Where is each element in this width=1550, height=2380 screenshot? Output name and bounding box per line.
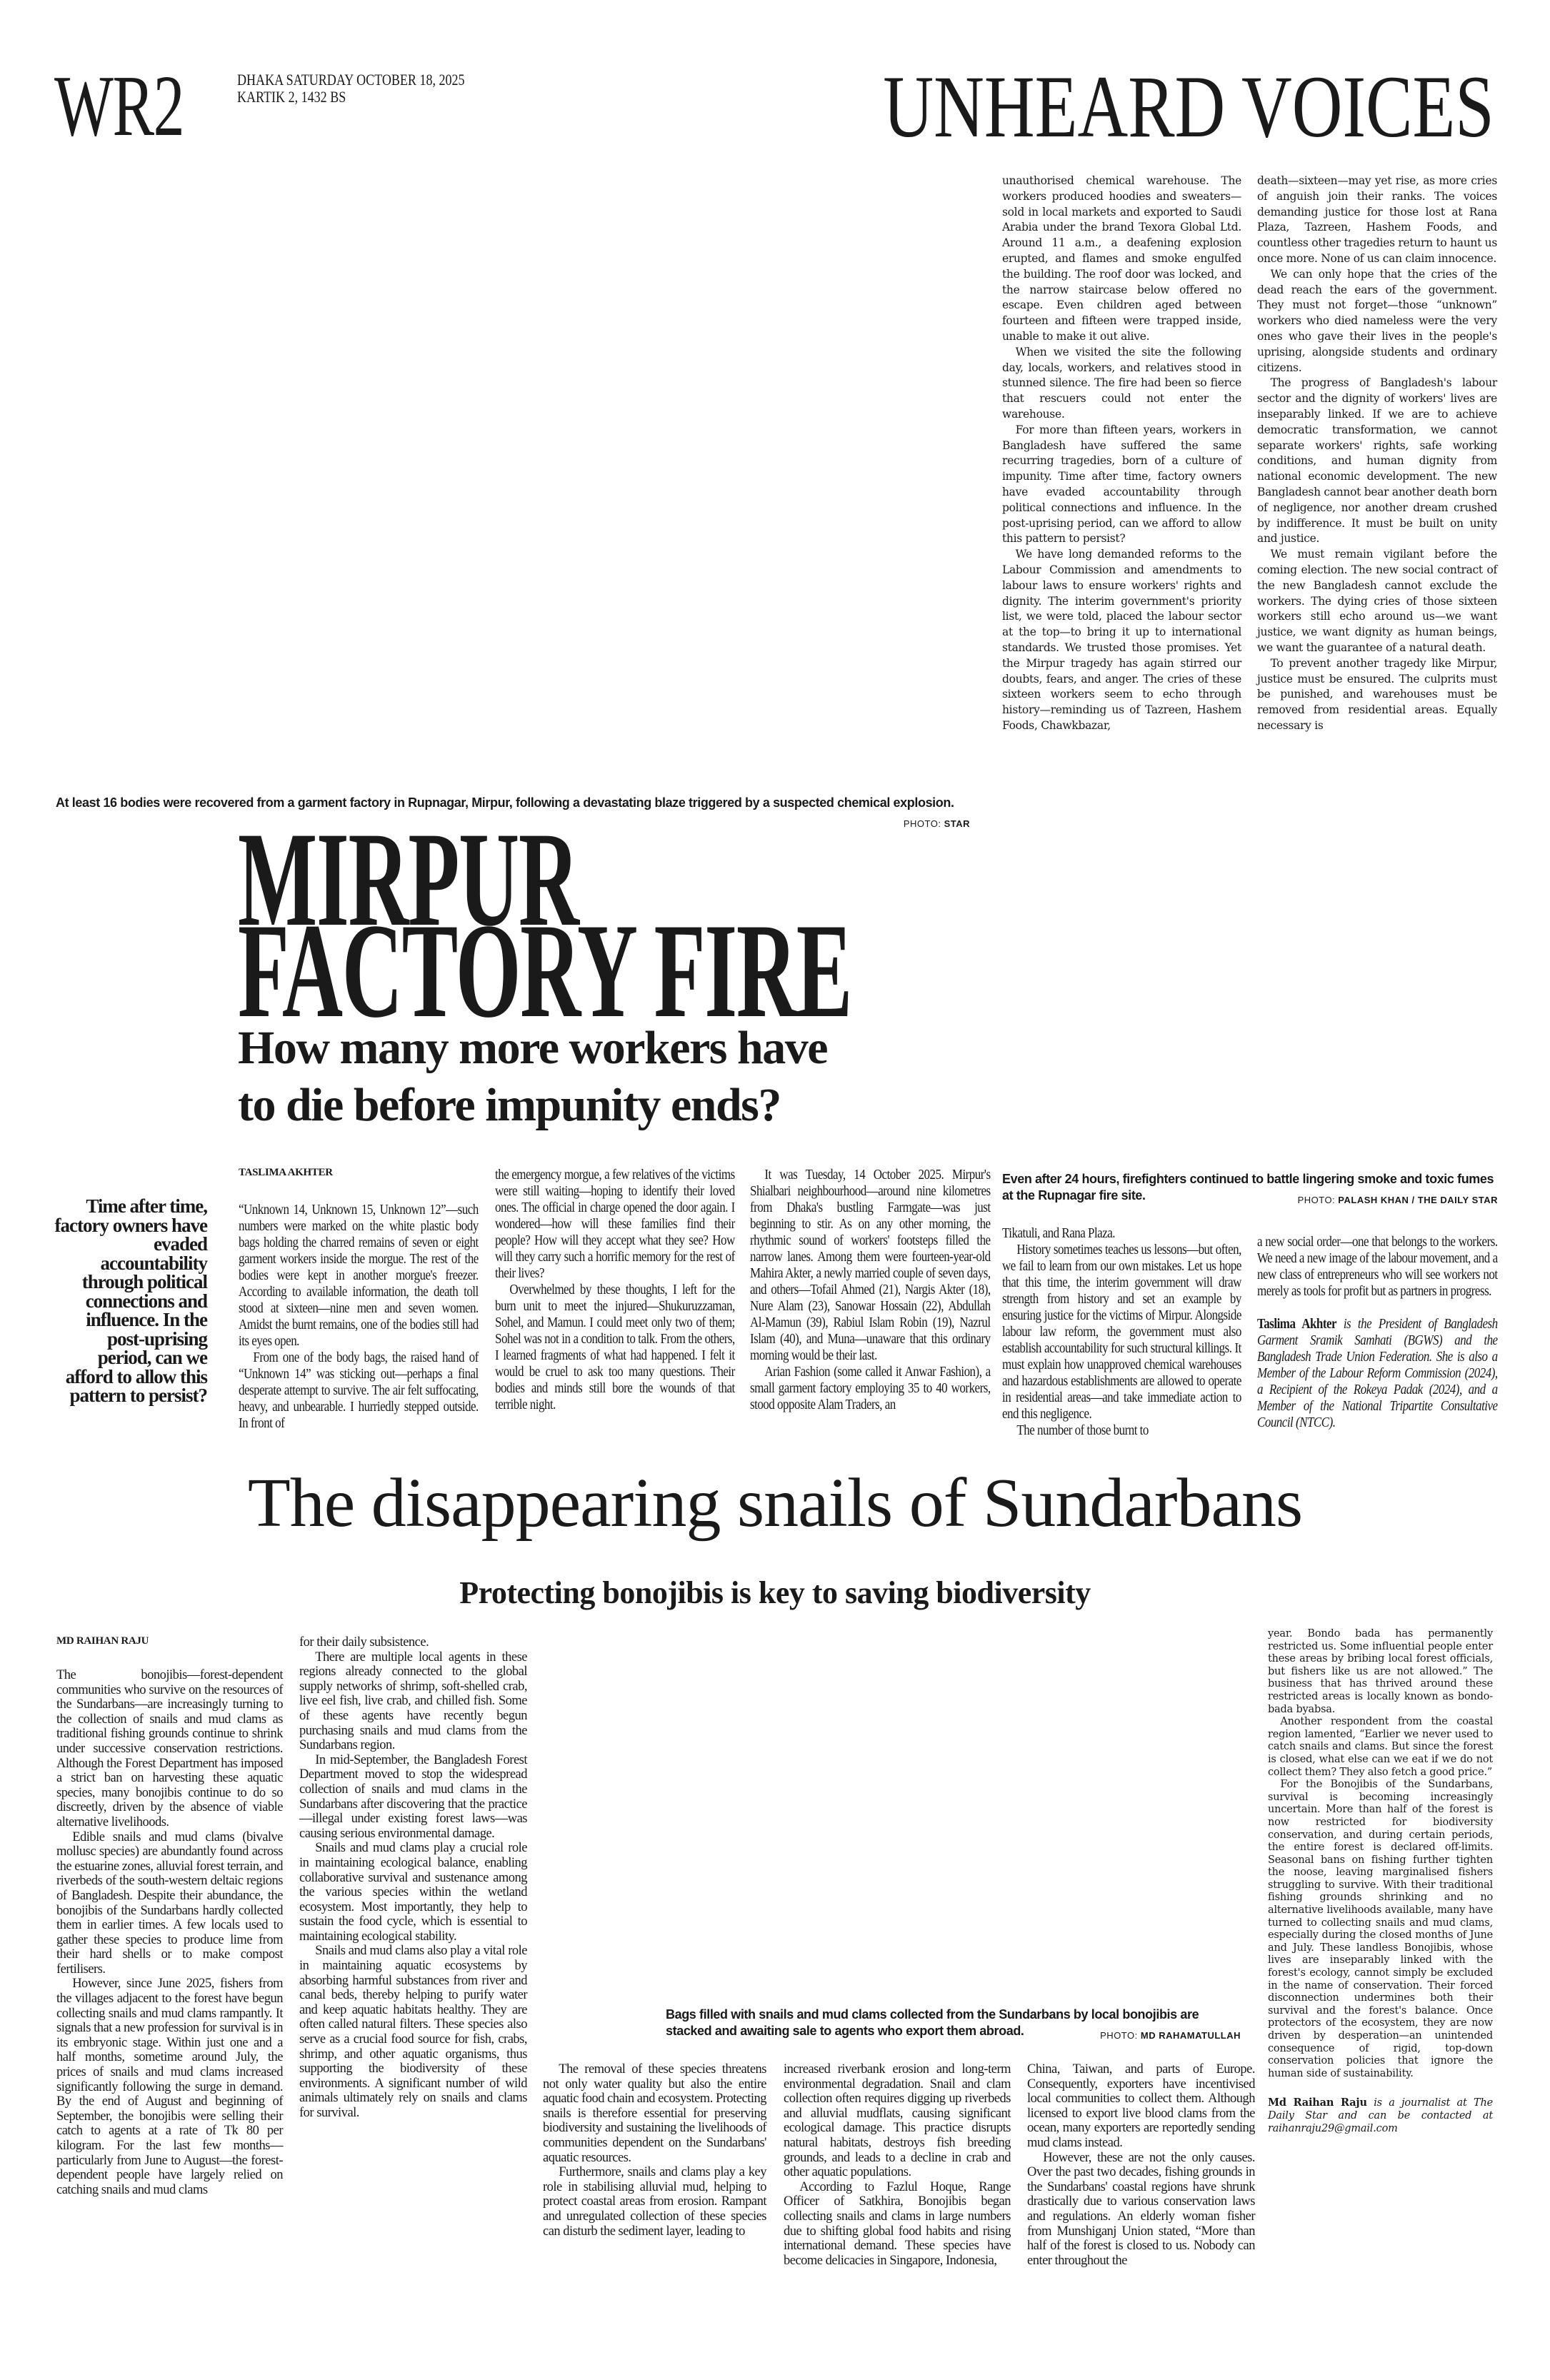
paragraph: Tikatuli, and Rana Plaza. xyxy=(1002,1225,1116,1241)
credit-name: MD RAHAMATULLAH xyxy=(1140,2030,1241,2041)
paragraph: We have long demanded reforms to the Lab… xyxy=(1002,548,1241,732)
paragraph: To prevent another tragedy like Mirpur, … xyxy=(1257,656,1497,732)
paragraph: Arian Fashion (some called it Anwar Fash… xyxy=(750,1364,991,1412)
paragraph: year. Bondo bada has permanently restric… xyxy=(1268,1628,1493,1715)
paragraph: When we visited the site the following d… xyxy=(1002,345,1241,421)
dateline: DHAKA SATURDAY OCTOBER 18, 2025 KARTIK 2… xyxy=(237,71,465,106)
photo-firefighters xyxy=(996,835,1496,1164)
article-column: “Unknown 14, Unknown 15, Unknown 12”—suc… xyxy=(239,1202,479,1432)
paragraph: Snails and mud clams play a crucial role… xyxy=(299,1841,528,1944)
article-column: increased riverbank erosion and long-ter… xyxy=(784,2062,1011,2268)
author-name: Taslima Akhter xyxy=(1257,1316,1337,1332)
section-code: WR2 xyxy=(54,58,185,154)
paragraph: For more than fifteen years, workers in … xyxy=(1002,423,1241,546)
paragraph: We can only hope that the cries of the d… xyxy=(1257,267,1497,374)
headline-line: MIRPUR xyxy=(238,805,579,955)
paragraph: From one of the body bags, the raised ha… xyxy=(239,1350,479,1431)
article-column: for their daily subsistence.There are mu… xyxy=(299,1635,528,2121)
author-bio: Md Raihan Raju is a journalist at The Da… xyxy=(1268,2097,1493,2135)
paragraph: for their daily subsistence. xyxy=(299,1635,429,1650)
paragraph: increased riverbank erosion and long-ter… xyxy=(784,2062,1011,2180)
photo-factory-fire xyxy=(56,171,970,785)
article-column: the emergency morgue, a few relatives of… xyxy=(495,1167,735,1413)
headline-line: FACTORY FIRE xyxy=(238,896,852,1046)
date-gregorian: DHAKA SATURDAY OCTOBER 18, 2025 xyxy=(237,71,465,89)
credit-label: PHOTO: xyxy=(903,818,941,829)
paragraph: We must remain vigilant before the comin… xyxy=(1257,548,1497,654)
paragraph: Another respondent from the coastal regi… xyxy=(1268,1716,1493,1778)
subheadline-line: to die before impunity ends? xyxy=(238,1079,781,1131)
article-column: Tikatuli, and Rana Plaza.History sometim… xyxy=(1002,1225,1241,1439)
article-text: a new social order—one that belongs to t… xyxy=(1257,1234,1498,1300)
photo-credit: PHOTO: STAR xyxy=(904,815,970,832)
paragraph: Snails and mud clams also play a vital r… xyxy=(299,1944,528,2120)
paragraph: The removal of these species threatens n… xyxy=(543,2062,767,2165)
article-column: It was Tuesday, 14 October 2025. Mirpur'… xyxy=(750,1167,991,1413)
author-bio: Taslima Akhter is the President of Bangl… xyxy=(1257,1316,1498,1431)
byline: TASLIMA AKHTER xyxy=(239,1167,333,1178)
photo-credit: PHOTO: PALASH KHAN / THE DAILY STAR xyxy=(1298,1192,1498,1208)
caption-text: At least 16 bodies were recovered from a… xyxy=(56,795,954,810)
paragraph: For the Bonojibis of the Sundarbans, sur… xyxy=(1268,1779,1493,2079)
paragraph: Edible snails and mud clams (bivalve mol… xyxy=(56,1829,284,1977)
paragraph: the emergency morgue, a few relatives of… xyxy=(495,1167,735,1281)
paragraph: The number of those burnt to xyxy=(1016,1422,1149,1438)
credit-name: PALASH KHAN / THE DAILY STAR xyxy=(1338,1195,1498,1205)
paragraph: There are multiple local agents in these… xyxy=(299,1650,528,1753)
byline: MD RAIHAN RAJU xyxy=(56,1635,149,1647)
paragraph: China, Taiwan, and parts of Europe. Cons… xyxy=(1027,2062,1256,2150)
paragraph: The bonojibis—forest-dependent communiti… xyxy=(56,1668,284,1829)
paragraph: History sometimes teaches us lessons—but… xyxy=(1002,1242,1241,1422)
author-description: is the President of Bangladesh Garment S… xyxy=(1257,1316,1498,1430)
author-description: is a journalist at The Daily Star and ca… xyxy=(1268,2097,1493,2134)
credit-label: PHOTO: xyxy=(1297,1195,1336,1205)
article-column: a new social order—one that belongs to t… xyxy=(1257,1234,1498,1431)
article-column: year. Bondo bada has permanently restric… xyxy=(1268,1628,1493,2135)
photo-caption: Bags filled with snails and mud clams co… xyxy=(666,2007,1241,2044)
date-bangla: KARTIK 2, 1432 BS xyxy=(237,88,346,106)
subheadline: Protecting bonojibis is key to saving bi… xyxy=(459,1575,1091,1610)
author-name: Md Raihan Raju xyxy=(1268,2097,1367,2109)
paragraph: It was Tuesday, 14 October 2025. Mirpur'… xyxy=(750,1167,991,1363)
photo-caption: At least 16 bodies were recovered from a… xyxy=(56,795,970,832)
photo-caption: Even after 24 hours, firefighters contin… xyxy=(1002,1171,1498,1208)
paragraph: death—sixteen—may yet rise, as more crie… xyxy=(1257,174,1497,265)
section-title: UNHEARD VOICES xyxy=(883,58,1494,156)
article-column: China, Taiwan, and parts of Europe. Cons… xyxy=(1027,2062,1256,2268)
paragraph: However, these are not the only causes. … xyxy=(1027,2150,1256,2268)
subheadline-line: How many more workers have xyxy=(238,1022,829,1074)
caption-text: Bags filled with snails and mud clams co… xyxy=(666,2007,1199,2038)
article-column: The removal of these species threatens n… xyxy=(543,2062,767,2239)
credit-name: STAR xyxy=(944,818,970,829)
pull-quote: Time after time, factory owners have eva… xyxy=(54,1195,208,1406)
photo-credit: PHOTO: MD RAHAMATULLAH xyxy=(1100,2027,1241,2044)
paragraph: a new social order—one that belongs to t… xyxy=(1257,1234,1498,1299)
paragraph: However, since June 2025, fishers from t… xyxy=(56,1977,284,2197)
paragraph: The progress of Bangladesh's labour sect… xyxy=(1257,376,1497,546)
headline: MIRPUR FACTORY FIRE xyxy=(238,805,852,1046)
headline: The disappearing snails of Sundarbans xyxy=(247,1465,1303,1542)
article-column: unauthorised chemical warehouse. The wor… xyxy=(1002,174,1241,734)
paragraph: Overwhelmed by these thoughts, I left fo… xyxy=(495,1282,735,1412)
paragraph: “Unknown 14, Unknown 15, Unknown 12”—suc… xyxy=(239,1202,479,1349)
paragraph: unauthorised chemical warehouse. The wor… xyxy=(1002,174,1241,343)
photo-snail-bags xyxy=(543,1632,1243,1999)
paragraph: According to Fazlul Hoque, Range Officer… xyxy=(784,2179,1011,2268)
subheadline: How many more workers have to die before… xyxy=(238,1020,829,1134)
credit-label: PHOTO: xyxy=(1100,2030,1138,2041)
paragraph: Furthermore, snails and clams play a key… xyxy=(543,2165,767,2239)
article-column: death—sixteen—may yet rise, as more crie… xyxy=(1257,174,1497,734)
paragraph: In mid-September, the Bangladesh Forest … xyxy=(299,1752,528,1841)
article-column: The bonojibis—forest-dependent communiti… xyxy=(56,1668,284,2197)
caption-text: Even after 24 hours, firefighters contin… xyxy=(1002,1172,1494,1202)
article-text: year. Bondo bada has permanently restric… xyxy=(1268,1628,1493,2080)
